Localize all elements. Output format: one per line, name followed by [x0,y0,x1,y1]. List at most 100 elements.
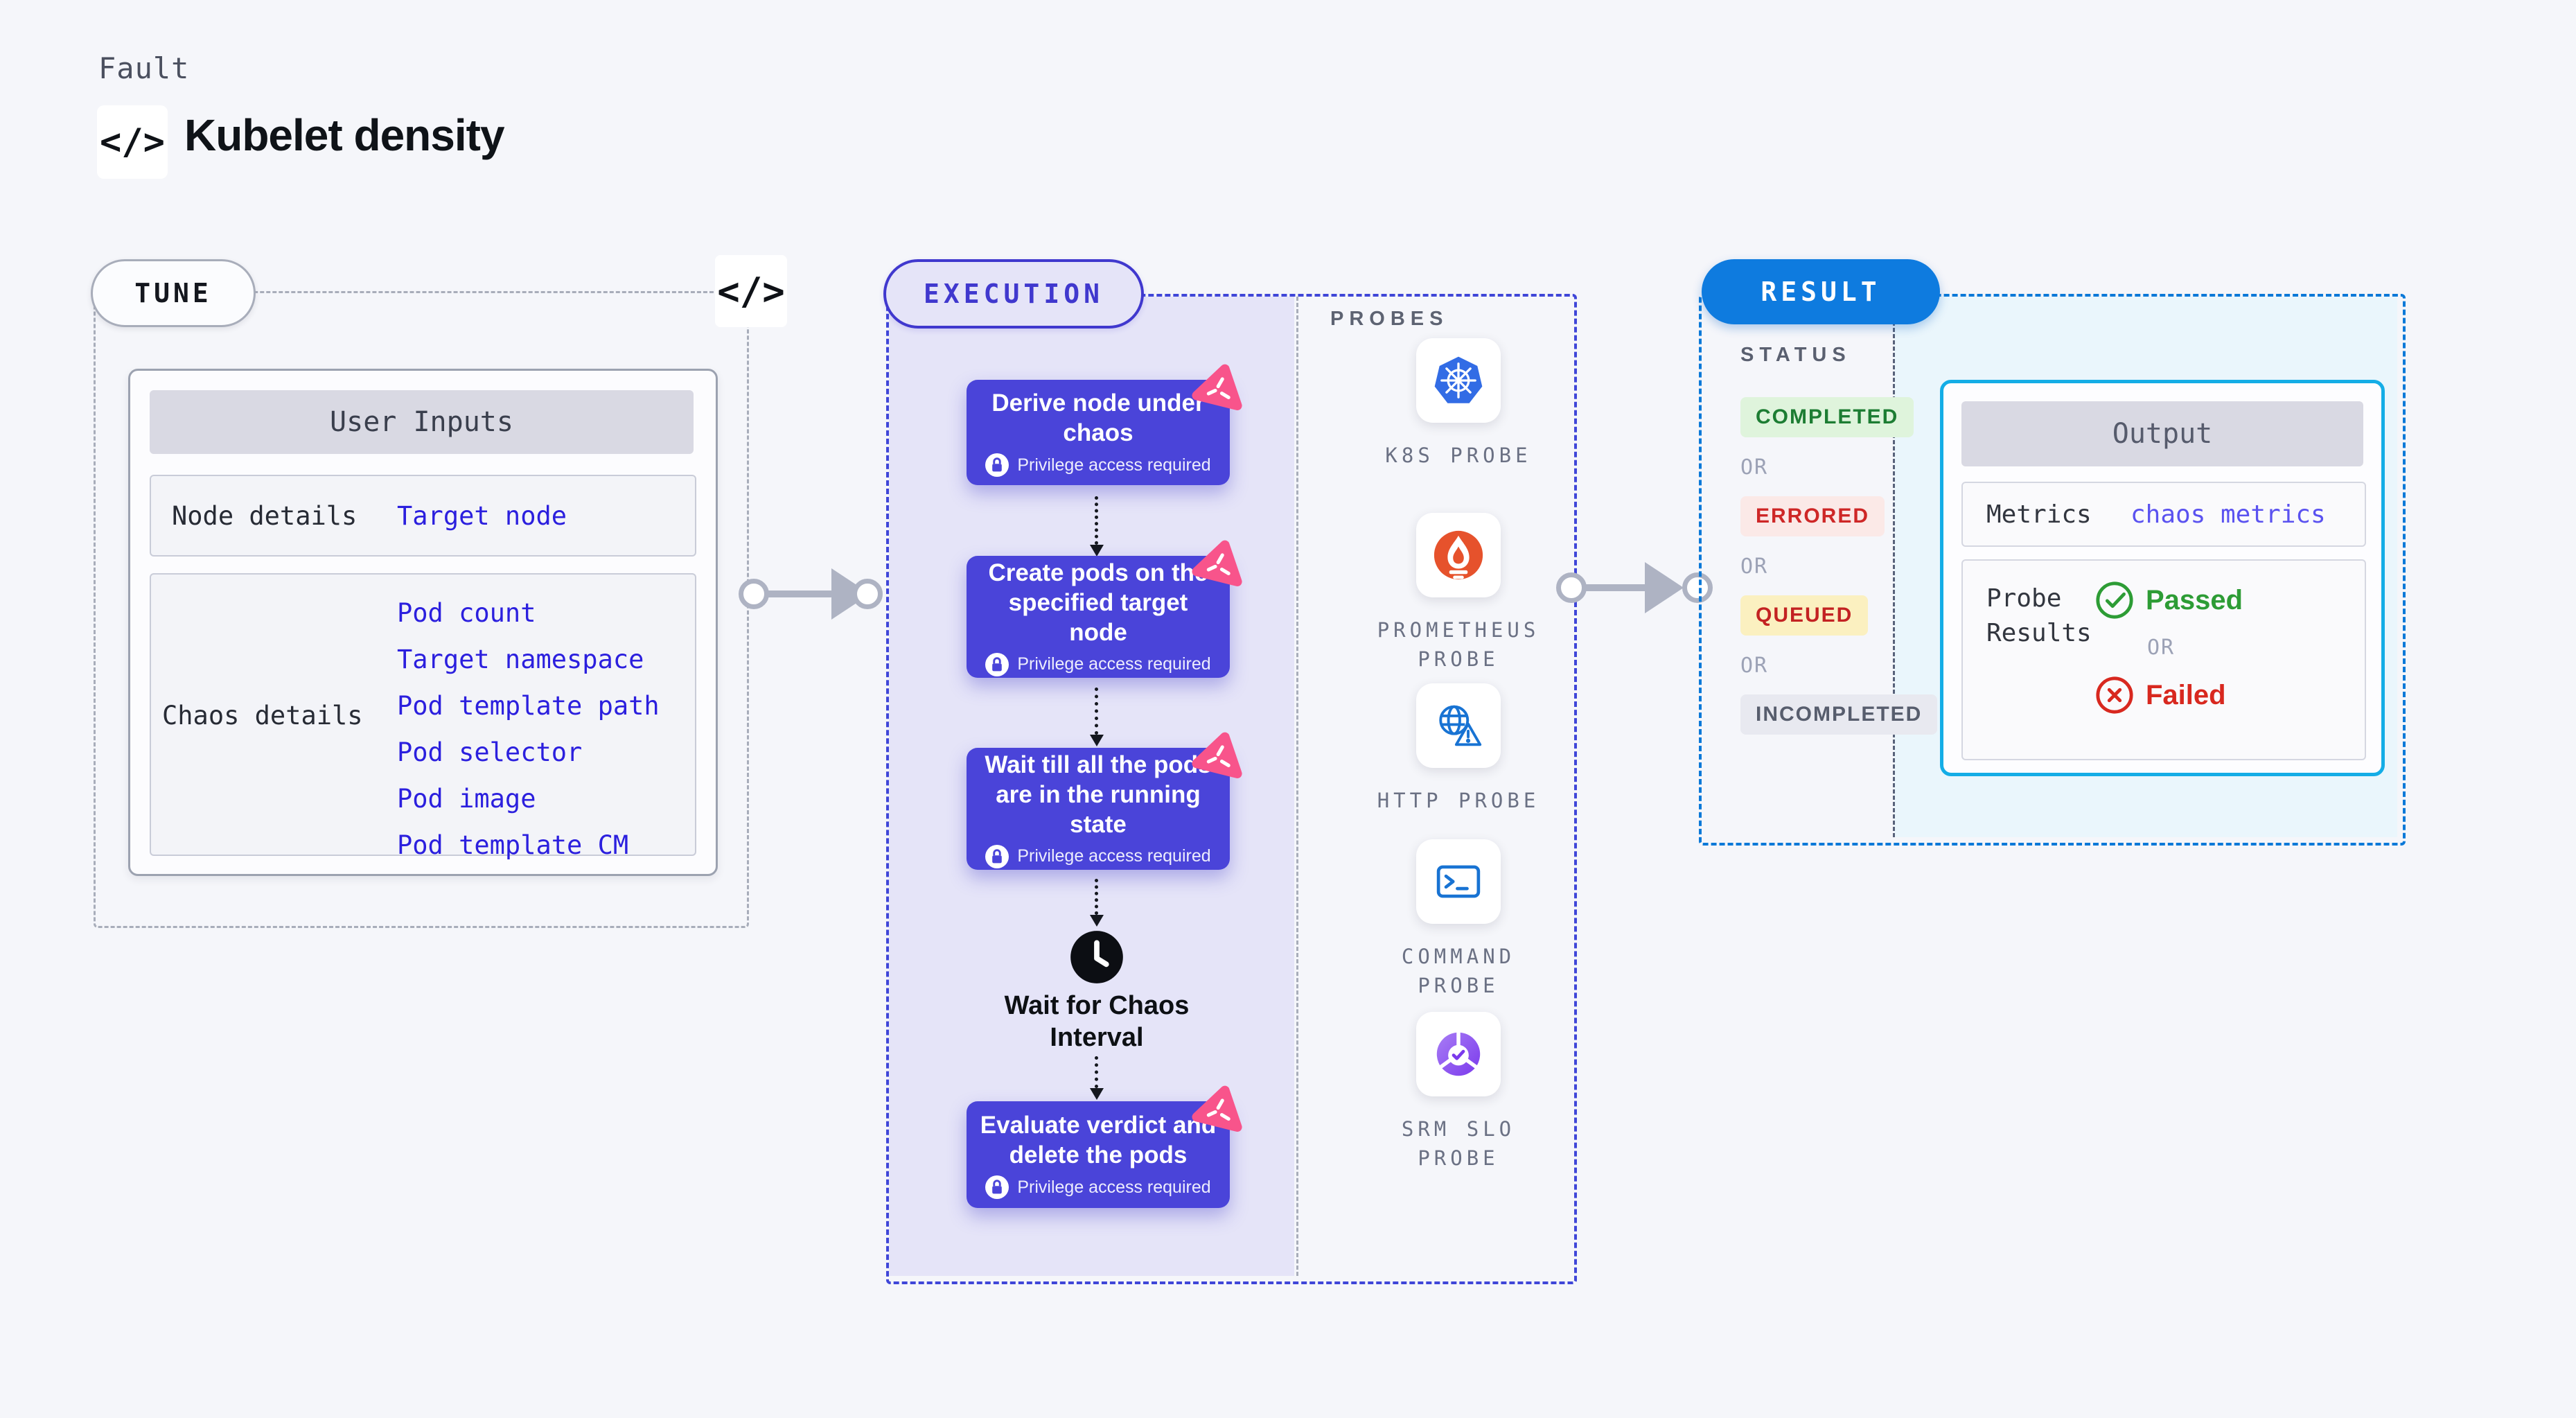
metrics-label: Metrics [1986,500,2092,529]
target-namespace-link[interactable]: Target namespace [397,645,644,674]
pod-template-path-link[interactable]: Pod template path [397,691,660,721]
probe-label: K8S PROBE [1385,444,1532,467]
flow-connector-arrowhead [1090,915,1104,927]
passed-label: Passed [2146,584,2243,615]
probe-results-row: Probe Results Passed OR Failed [1961,559,2366,760]
execution-to-result-arrow-end-dot [1682,572,1713,603]
step-title: Wait till all the pods are in the runnin… [985,751,1212,838]
probe-label: HTTP PROBE [1377,789,1540,812]
chaos-logo-badge-icon [1192,1085,1242,1132]
prometheus-icon [1416,513,1501,597]
execution-to-result-arrow-head [1645,562,1684,613]
node-details-label: Node details [172,501,358,531]
user-inputs-card: User Inputs Node details Target node Cha… [128,369,718,876]
globe-warning-icon [1416,683,1501,768]
terminal-icon [1416,839,1501,924]
chaos-details-label: Chaos details [162,701,363,730]
lock-icon [985,1175,1009,1199]
clock-icon [1070,931,1123,983]
status-label: STATUS [1740,344,1851,366]
chaos-metrics-link[interactable]: chaos metrics [2130,500,2326,529]
or-label: OR [1740,554,1769,579]
output-header: Output [1961,401,2363,466]
chaos-logo-badge-icon [1192,364,1242,410]
status-badge-incompleted: INCOMPLETED [1740,694,1938,735]
flow-connector-line [1095,1056,1098,1088]
flow-connector-line [1095,879,1098,915]
chaos-details-row: Chaos details Pod count Target namespace… [150,573,696,860]
user-inputs-header: User Inputs [150,390,694,454]
result-pill: RESULT [1702,259,1940,324]
tune-to-execution-arrow-start-dot [739,579,769,609]
failed-label: Failed [2146,679,2226,710]
page-title: Kubelet density [184,110,505,160]
code-icon-glyph: </> [100,121,165,163]
or-label: OR [1740,654,1769,678]
step-wait-pods-running: Wait till all the pods are in the runnin… [967,732,1242,870]
fault-eyebrow: Fault [98,51,190,85]
execution-pill: EXECUTION [883,259,1144,329]
tune-to-execution-arrow-line [752,590,834,597]
probe-item-http: HTTP PROBE [1348,683,1569,815]
chaos-details-values: Pod count Target namespace Pod template … [397,590,660,868]
node-details-row: Node details Target node [150,475,696,557]
result-divider [1893,297,1895,837]
probe-item-command: COMMAND PROBE [1348,839,1569,1000]
step-evaluate-verdict: Evaluate verdict and delete the pods Pri… [967,1085,1242,1208]
privilege-row: Privilege access required [985,652,1211,676]
step-title: Create pods on the specified target node [988,559,1208,646]
execution-probes-divider [1296,297,1298,1276]
tune-to-execution-arrow-end-dot [852,579,883,609]
status-badge-queued: QUEUED [1740,595,1869,636]
target-node-link[interactable]: Target node [397,501,567,531]
status-badge-completed: COMPLETED [1740,397,1914,437]
probe-label: PROMETHEUS PROBE [1377,618,1540,671]
privilege-label: Privilege access required [1017,654,1211,674]
step-derive-node: Derive node under chaos Privilege access… [967,364,1242,485]
privilege-row: Privilege access required [985,1175,1211,1199]
tune-section-box [94,291,749,928]
output-card: Output Metrics chaos metrics Probe Resul… [1940,380,2385,776]
flow-connector-line [1095,496,1098,545]
privilege-row: Privilege access required [985,453,1211,477]
lock-icon [985,652,1009,676]
result-section-box [1699,294,2406,846]
step-create-pods: Create pods on the specified target node… [967,540,1242,678]
kubernetes-icon [1416,338,1501,423]
slo-donut-icon [1416,1012,1501,1096]
pod-count-link[interactable]: Pod count [397,598,536,628]
metrics-row: Metrics chaos metrics [1961,482,2366,547]
privilege-label: Privilege access required [1017,846,1211,866]
status-column: STATUS COMPLETED OR ERRORED OR QUEUED OR… [1740,344,1938,735]
flow-connector-line [1095,688,1098,735]
step-title: Evaluate verdict and delete the pods [980,1112,1217,1168]
flow-connector-arrowhead [1090,735,1104,746]
privilege-row: Privilege access required [985,844,1211,868]
probe-label: COMMAND PROBE [1401,945,1516,997]
probe-item-k8s: K8S PROBE [1348,338,1569,470]
execution-section-box [886,294,1577,1284]
probes-section-label: PROBES [1330,308,1449,330]
pod-selector-link[interactable]: Pod selector [397,737,583,767]
or-label: OR [2147,636,2176,660]
execution-to-result-arrow-start-dot [1556,572,1587,603]
status-badge-errored: ERRORED [1740,496,1885,536]
flow-connector-arrowhead [1090,545,1104,557]
verdict-column: Passed OR Failed [2094,580,2243,715]
lock-icon [985,844,1009,868]
privilege-label: Privilege access required [1017,1177,1211,1197]
tune-code-icon-glyph: </> [717,269,785,313]
or-label: OR [1740,455,1769,480]
verdict-passed: Passed [2094,580,2243,620]
pod-template-cm-link[interactable]: Pod template CM [397,830,629,860]
pod-image-link[interactable]: Pod image [397,784,536,814]
check-circle-icon [2096,581,2133,619]
chaos-logo-badge-icon [1192,540,1242,586]
probe-item-prometheus: PROMETHEUS PROBE [1348,513,1569,674]
privilege-label: Privilege access required [1017,455,1211,475]
tune-pill: TUNE [91,259,256,327]
execution-to-result-arrow-line [1571,584,1649,591]
probe-item-srm-slo: SRM SLO PROBE [1348,1012,1569,1173]
probe-results-label: Probe Results [1986,584,2092,647]
